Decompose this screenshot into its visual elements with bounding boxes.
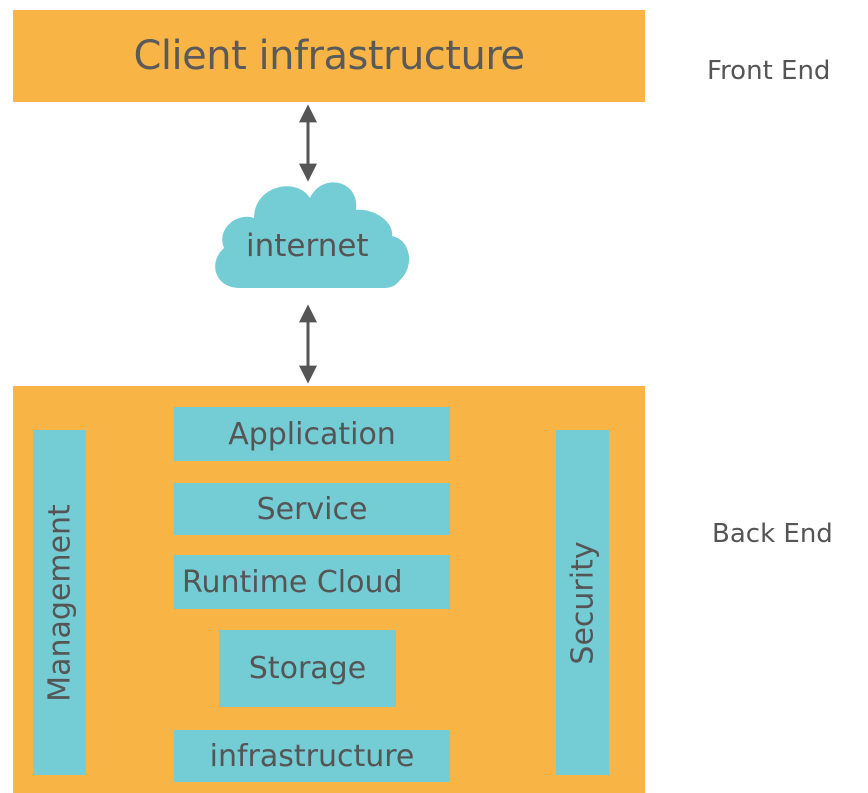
front-end-label: Front End	[707, 56, 831, 86]
layer-infrastructure: infrastructure	[174, 730, 450, 782]
layer-application: Application	[174, 407, 450, 461]
layer-service: Service	[174, 483, 450, 535]
internet-label: internet	[246, 228, 369, 264]
security-bar: Security	[556, 430, 609, 775]
client-infrastructure-box: Client infrastructure	[13, 10, 645, 102]
layer-storage: Storage	[219, 630, 396, 707]
management-label: Management	[42, 503, 77, 702]
layer-runtime-cloud: Runtime Cloud	[174, 555, 450, 609]
back-end-label: Back End	[712, 519, 833, 549]
security-label: Security	[565, 540, 600, 665]
client-infrastructure-title: Client infrastructure	[133, 33, 525, 79]
cloud-icon	[215, 182, 410, 288]
management-bar: Management	[33, 430, 86, 775]
